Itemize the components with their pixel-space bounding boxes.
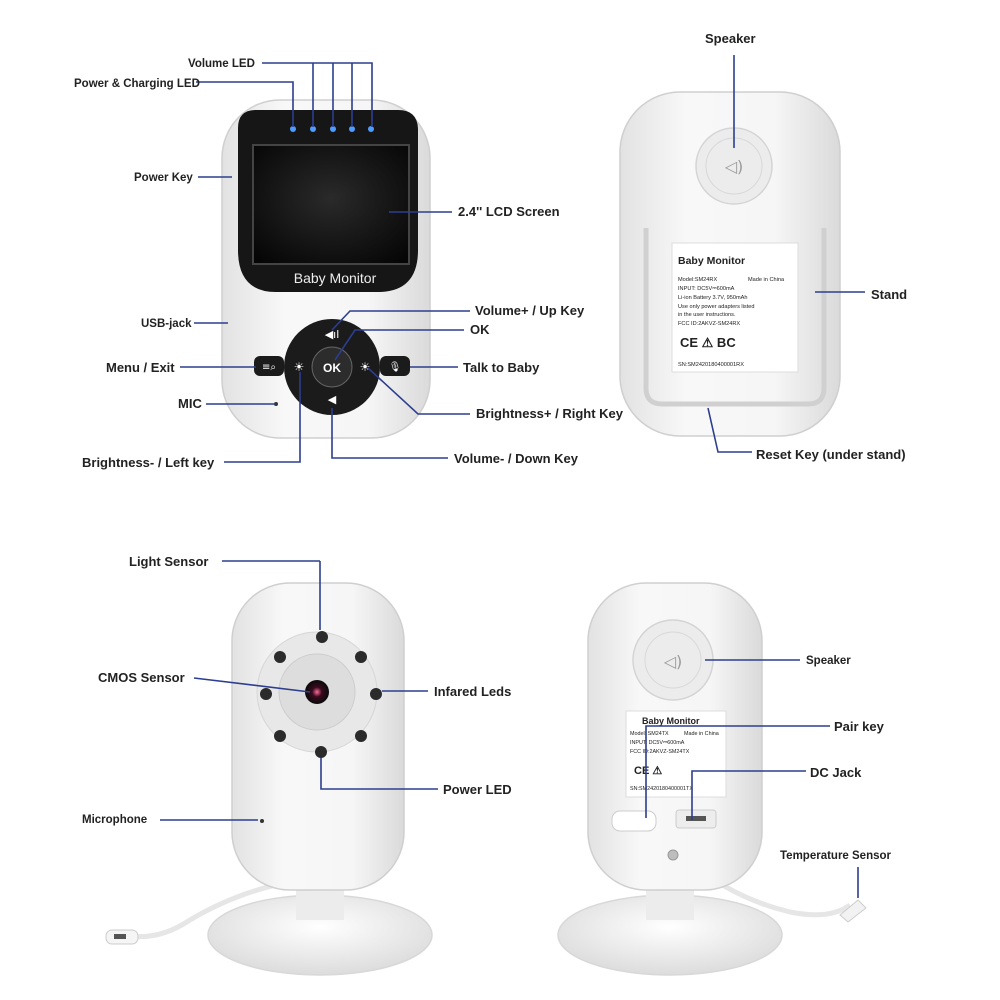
speaker-icon: ◁) bbox=[663, 652, 683, 671]
parent-front-labels: Volume LED Power & Charging LED Power Ke… bbox=[74, 58, 624, 470]
infrared-leds bbox=[260, 631, 382, 758]
light-sensor-label: Light Sensor bbox=[129, 554, 208, 569]
menu-exit-label: Menu / Exit bbox=[106, 360, 175, 375]
baby-unit-front bbox=[105, 582, 433, 976]
temperature-probe bbox=[839, 899, 867, 923]
infrared-leds-label: Infared Leds bbox=[434, 684, 511, 699]
baby-back-leaders bbox=[645, 659, 859, 898]
parent-back-labels: Speaker Stand Reset Key (under stand) bbox=[705, 31, 907, 462]
talk-button[interactable] bbox=[380, 356, 410, 376]
microphone-label: Microphone bbox=[82, 814, 147, 826]
power-key-label: Power Key bbox=[134, 172, 193, 184]
power-charging-led-label: Power & Charging LED bbox=[74, 78, 200, 90]
brightness-left-label: Brightness- / Left key bbox=[82, 455, 215, 470]
baby-front-leaders bbox=[160, 560, 438, 821]
temperature-sensor-label: Temperature Sensor bbox=[780, 850, 892, 862]
parent-unit-back: ◁) Baby Monitor Model:SM24RX Made in Chi… bbox=[619, 91, 841, 437]
stand bbox=[643, 228, 827, 407]
volume-led-icon bbox=[330, 126, 336, 132]
microphone-hole bbox=[260, 819, 264, 823]
sticker-serial: SN:SM2420180400001RX bbox=[678, 362, 744, 368]
microphone-icon: 🎙 bbox=[389, 361, 402, 373]
menu-button[interactable] bbox=[254, 356, 284, 376]
volume-down-label: Volume- / Down Key bbox=[454, 451, 579, 466]
volume-led-icon bbox=[310, 126, 316, 132]
parent-unit-front: Baby Monitor OK ◀ıl ◀ ☀ ☀ ≡⌕ 🎙 bbox=[221, 99, 431, 439]
speaker-icon: ◁) bbox=[724, 157, 744, 176]
sticker-made-in: Made in China bbox=[748, 277, 785, 283]
pair-key-label: Pair key bbox=[834, 719, 885, 734]
sticker-model: Model:SM24RX bbox=[678, 277, 717, 283]
baby-sticker-model: Model: SM24TX bbox=[630, 731, 669, 737]
sticker-note-1: Use only power adapters listed bbox=[678, 304, 755, 310]
power-led-icon bbox=[290, 126, 296, 132]
baby-front-labels: Light Sensor CMOS Sensor Infared Leds Po… bbox=[82, 554, 512, 826]
cable bbox=[129, 877, 301, 940]
screen-brand-text: Baby Monitor bbox=[294, 270, 377, 286]
ok-key-label: OK bbox=[470, 322, 490, 337]
speaker-label: Speaker bbox=[705, 31, 756, 46]
baby-sticker-fcc: FCC ID:2AKVZ-SM24TX bbox=[630, 749, 690, 755]
lcd-screen bbox=[252, 144, 410, 265]
brightness-down-icon: ☀ bbox=[294, 360, 305, 374]
sticker-note-2: in the user instructions. bbox=[678, 312, 736, 318]
temperature-sensor-hole bbox=[667, 849, 679, 861]
dc-jack-label: DC Jack bbox=[810, 765, 862, 780]
cmos-sensor-label: CMOS Sensor bbox=[98, 670, 185, 685]
stand-label: Stand bbox=[871, 287, 907, 302]
led-row bbox=[290, 126, 374, 132]
sticker-battery: Li-ion Battery 3.7V, 950mAh bbox=[678, 295, 747, 301]
baby-sticker-marks: CE ⚠ bbox=[634, 765, 662, 777]
ok-label: OK bbox=[323, 361, 341, 375]
baby-back-labels: Speaker Pair key DC Jack Temperature Sen… bbox=[780, 655, 892, 862]
sticker-marks: CE ⚠ BC bbox=[680, 335, 736, 350]
brightness-up-icon: ☀ bbox=[360, 360, 371, 374]
power-led-label: Power LED bbox=[443, 782, 512, 797]
sticker-title: Baby Monitor bbox=[678, 255, 745, 267]
parent-back-leaders bbox=[707, 55, 865, 453]
baby-sticker-input: INPUT: DC5V⎓600mA bbox=[630, 740, 685, 746]
baby-sticker-made-in: Made in China bbox=[684, 731, 719, 737]
pair-key-button[interactable] bbox=[611, 810, 657, 832]
volume-up-label: Volume+ / Up Key bbox=[475, 303, 585, 318]
sticker-fcc: FCC ID:2AKVZ-SM24RX bbox=[678, 321, 740, 327]
usb-jack-label: USB-jack bbox=[141, 318, 192, 330]
baby-speaker-label: Speaker bbox=[806, 655, 851, 667]
parent-sticker bbox=[671, 242, 799, 373]
cmos-lens bbox=[305, 680, 329, 704]
menu-icon: ≡⌕ bbox=[262, 362, 276, 373]
talk-to-baby-label: Talk to Baby bbox=[463, 360, 540, 375]
volume-led-icon bbox=[368, 126, 374, 132]
volume-led-icon bbox=[349, 126, 355, 132]
brightness-right-label: Brightness+ / Right Key bbox=[476, 406, 624, 421]
sticker-input: INPUT: DC5V⎓600mA bbox=[678, 286, 735, 292]
baby-sticker-serial: SN:SM2420180400001TX bbox=[630, 786, 693, 792]
volume-up-icon: ◀ıl bbox=[325, 328, 340, 341]
lcd-screen-label: 2.4'' LCD Screen bbox=[458, 204, 560, 219]
baby-sticker-title: Baby Monitor bbox=[642, 716, 700, 726]
volume-led-label: Volume LED bbox=[188, 58, 255, 70]
ok-button[interactable] bbox=[311, 346, 353, 388]
volume-down-icon: ◀ bbox=[328, 393, 337, 406]
parent-front-leaders bbox=[180, 62, 470, 463]
mic-label: MIC bbox=[178, 396, 202, 411]
reset-key-label: Reset Key (under stand) bbox=[756, 447, 906, 462]
